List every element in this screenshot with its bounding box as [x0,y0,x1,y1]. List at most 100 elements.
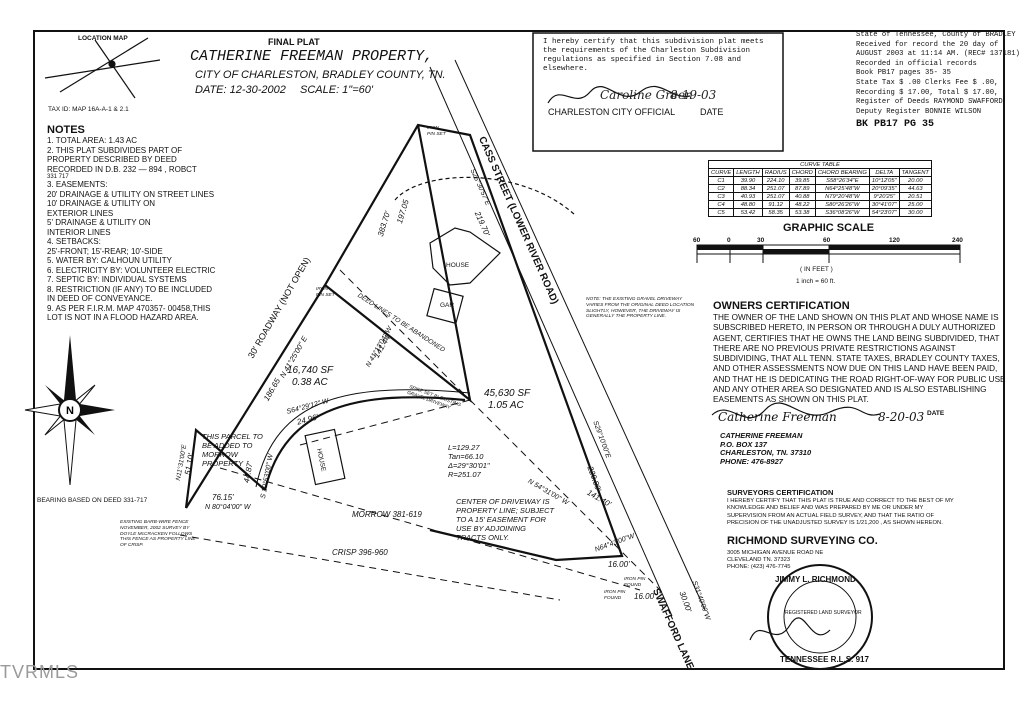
note-line: 8. RESTRICTION (IF ANY) TO BE INCLUDED [47,284,213,294]
note-line: 10' DRAINAGE & UTILITY ON [47,199,156,208]
cell: 25.00 [898,200,932,209]
curve-header: RADIUS [761,168,790,177]
owner-signature: Catherine Freeman [718,410,837,424]
notes-block: NOTES 1. TOTAL AREA: 1.43 AC 2. THIS PLA… [47,124,215,323]
owner-date-label: DATE [927,410,945,417]
note-line: 25'-FRONT; 15'-REAR; 10'-SIDE [47,246,163,256]
curve-data-line: L=129.27 [448,443,480,452]
scale-tick: 0 [727,237,731,244]
owner-sig-date: 8-20-03 [878,410,925,424]
dim-16: 16.00' [608,560,630,569]
owner-address: CATHERINE FREEMAN P.O. BOX 137 CHARLESTO… [720,431,812,466]
cell: 91.12 [761,200,790,209]
curve-data-line: R=251.07 [448,470,481,479]
location-map-sketch [44,37,161,99]
city-sig-date: 8-19-03 [670,88,717,102]
location-map-label: LOCATION MAP [78,35,128,42]
cell: 87.89 [788,184,816,193]
plat-scale: SCALE: 1"=60' [300,84,373,96]
scale-bar [696,244,961,263]
cell: 20°09'35" [868,184,900,193]
cell: 251.07 [761,192,790,201]
bearing-bot: N 80°04'00" W [205,504,251,511]
cell: 30°41'07" [868,200,900,209]
note-line: 20' DRAINAGE & UTILITY ON STREET LINES [47,189,215,199]
owner-address-line: CHARLESTON, TN. 37310 [720,448,812,457]
cell: 48.80 [733,200,763,209]
seal-bottom-text: TENNESSEE R.L.S. 917 [780,655,869,664]
register-line: Recording $ 17.00, Total $ 17.00, [856,88,999,97]
cell: 40.93 [733,192,763,201]
note-line: 5' DRAINAGE & UTILITY ON [47,218,151,227]
lot1-ac: 0.38 AC [292,377,328,388]
cell: 224.10 [761,176,790,185]
surveyor-address-line: 3005 MICHIGAN AVENUE ROAD NE [727,550,824,556]
scale-tick: 30 [757,237,765,244]
north-arrow-icon: N [24,335,115,486]
note-line: 9. AS PER F.I.R.M. MAP 470357- 00458,THI… [47,303,211,313]
lot1-sf: 16,740 SF [287,365,334,376]
city-county: CITY OF CHARLESTON, BRADLEY COUNTY, TN. [195,69,446,81]
morrow-label: MORROW 381-619 [352,510,422,519]
cell: 88.34 [733,184,763,193]
cell: 39.85 [788,176,816,185]
dashed-lines [179,269,666,601]
curve-header: CHORD [788,168,816,177]
scale-in-feet: ( IN FEET ) [800,266,833,273]
surveyor-company: RICHMOND SURVEYING CO. [727,535,878,547]
cell: 20.00 [898,176,932,185]
sheet-border [33,30,1005,670]
cell: 20.51 [898,192,932,201]
note-line: RECORDED IN D.B. 232 — 894 , ROBCT [47,164,197,174]
note-line: 331 717 [47,174,69,180]
scale-tick: 60 [823,237,831,244]
note-line: 2. THIS PLAT SUBDIVIDES PART OF [47,145,183,155]
register-line: Deputy Register BONNIE WILSON [856,107,982,116]
owners-cert-title: OWNERS CERTIFICATION [713,300,850,312]
property-name: CATHERINE FREEMAN PROPERTY, [190,48,434,65]
watermark: TVRMLS [0,662,80,682]
gar-label: GAR [440,302,455,309]
note-line: IN DEED OF CONVEYANCE. [47,294,153,303]
surveyor-cert-text: I HEREBY CERTIFY THAT THIS PLAT IS TRUE … [727,498,954,526]
surveyor-seal-icon [767,564,873,670]
note-line: EXTERIOR LINES [47,208,114,218]
note-line: 6. ELECTRICITY BY: VOLUNTEER ELECTRIC [47,265,216,275]
city-cert-box [532,32,784,152]
cell: N64°25'48"W [814,184,870,193]
dim-76: 76.15' [212,493,234,502]
city-cert-text: I hereby certify that this subdivision p… [543,38,764,73]
iron-pin-set-label-2: IRON PIN SET [316,287,335,298]
scale-tick: 240 [952,237,963,244]
graphic-scale-title: GRAPHIC SCALE [783,222,875,234]
curve-header: CHORD BEARING [814,168,870,177]
note-line: 4. SETBACKS: [47,237,101,246]
city-official-label: CHARLESTON CITY OFFICIAL [548,107,676,117]
driveway-note: CENTER OF DRIVEWAY IS PROPERTY LINE; SUB… [456,497,555,542]
cell: C4 [707,200,735,209]
cell: 58.35 [761,208,790,217]
dim-16b: 16.00' [634,592,656,601]
note-line: 7. SEPTIC BY: INDIVIDUAL SYSTEMS [47,275,187,284]
house-label: HOUSE [446,262,470,269]
register-stamp: State of Tennessee, County of BRADLEY Re… [856,31,1020,130]
cell: 30.00 [898,208,932,217]
cell: 39.90 [733,176,763,185]
lot2-ac: 1.05 AC [488,400,524,411]
surveyor-address-line: CLEVELAND TN. 37323 [727,557,791,563]
scale-tick: 120 [889,237,900,244]
signature-strokes [547,85,881,641]
iron-pin-found-label-2: IRON PIN FOUND [604,590,626,601]
crisp-label: CRISP 396-960 [332,548,388,557]
cell: 44.63 [898,184,932,193]
note-line: PROPERTY DESCRIBED BY DEED [47,155,177,164]
curve-header: CURVE [707,168,735,177]
scale-tick: 60 [693,237,701,244]
register-line: State Tax $ .00 Clerks Fee $ .00, [856,78,999,87]
plat-date: DATE: 12-30-2002 [195,84,286,96]
cell: 53.38 [788,208,816,217]
curve-table: CURVE TABLE CURVE LENGTH RADIUS CHORD CH… [707,160,932,217]
